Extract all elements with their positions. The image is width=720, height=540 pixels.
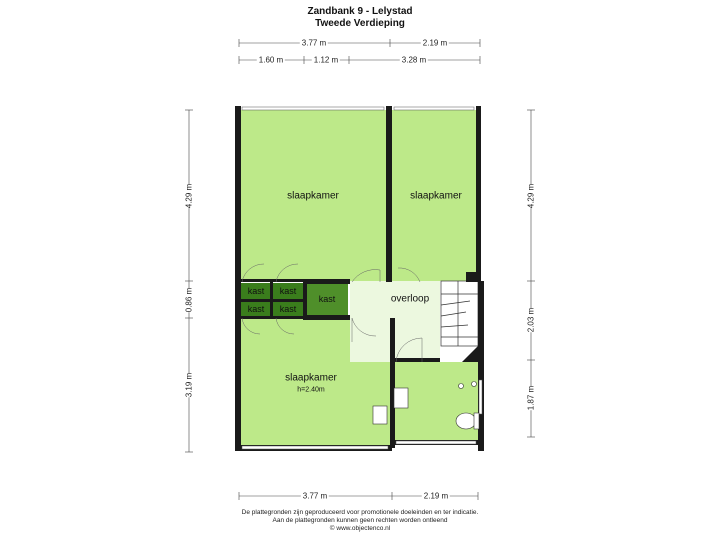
- bathroom-fixtures: [372, 381, 480, 430]
- dim-bottom-right: 2.19 m: [421, 491, 451, 501]
- bedroom-top-left-area: [240, 110, 388, 281]
- dim-right-a: 4.29 m: [524, 183, 538, 209]
- room-label-closet-big: kast: [318, 294, 336, 304]
- plan-title: Zandbank 9 - Lelystad: [307, 6, 413, 17]
- plan-subtitle: Tweede Verdieping: [315, 18, 405, 29]
- dim-top-2-c: 3.28 m: [399, 55, 429, 65]
- bedroom-top-right-area: [392, 110, 478, 281]
- dim-top-2-a: 1.60 m: [256, 55, 286, 65]
- dim-right-c: 1.87 m: [524, 385, 538, 411]
- room-label-bedroom-top-left: slaapkamer: [287, 190, 339, 202]
- door-swings: [241, 263, 423, 363]
- dim-left-c: 3.19 m: [182, 372, 196, 398]
- closet-1: [240, 283, 270, 300]
- stair-void: [462, 346, 478, 362]
- dim-left-b: 0.86 m: [182, 287, 196, 313]
- room-label-bedroom-bottom: slaapkamer: [285, 372, 337, 384]
- dim-top-1-left: 3.77 m: [299, 38, 329, 48]
- room-label-closet-3: kast: [247, 304, 265, 314]
- dim-top-1-right: 2.19 m: [420, 38, 450, 48]
- room-label-bedroom-top-right: slaapkamer: [410, 190, 462, 202]
- room-label-closet-2: kast: [279, 286, 297, 296]
- room-label-landing: overloop: [390, 293, 430, 305]
- dim-bottom-left: 3.77 m: [300, 491, 330, 501]
- closet-3: [240, 302, 270, 317]
- left-dimension-lines: [185, 109, 193, 453]
- dim-right-b: 2.03 m: [524, 307, 538, 333]
- footer-copyright: © www.objectenco.nl: [329, 525, 391, 532]
- footer-disclaimer-1: De plattegronden zijn geproduceerd voor …: [241, 509, 479, 516]
- closet-big: [306, 283, 348, 317]
- closet-2: [273, 283, 303, 300]
- dim-left-a: 4.29 m: [182, 183, 196, 209]
- windows: [241, 106, 483, 450]
- staircase: [440, 280, 479, 347]
- footer-disclaimer-2: Aan de plattegronden kunnen geen rechten…: [272, 517, 448, 524]
- dim-top-2-b: 1.12 m: [311, 55, 341, 65]
- room-height-label: h=2.40m: [297, 386, 325, 394]
- right-dimension-lines: [527, 109, 535, 438]
- room-label-closet-1: kast: [247, 286, 265, 296]
- room-label-closet-4: kast: [279, 304, 297, 314]
- closet-4: [273, 302, 303, 317]
